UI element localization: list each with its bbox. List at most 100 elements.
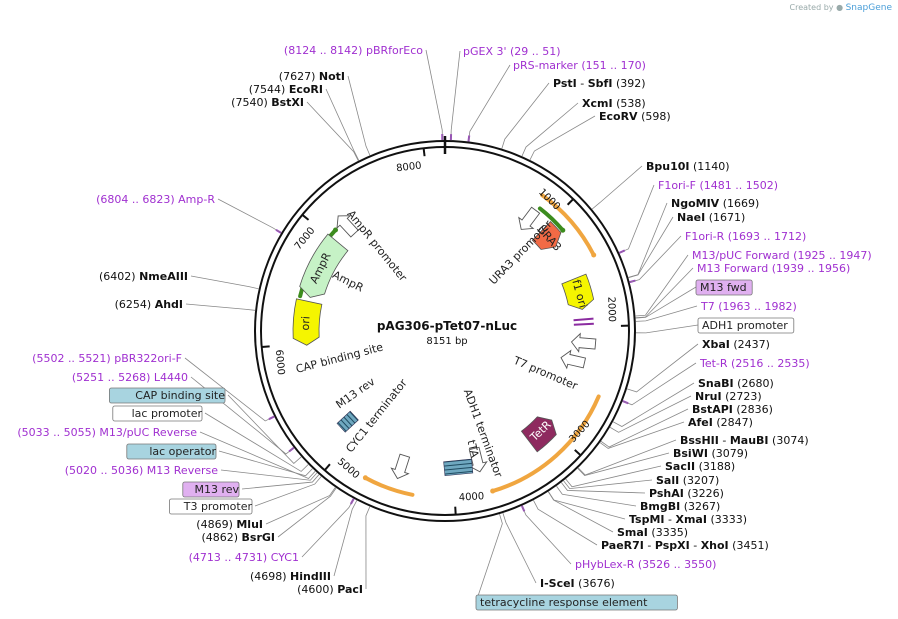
feature-arrow-f1-ori[interactable] <box>561 273 595 310</box>
site-cap-binding-site[interactable]: CAP binding site <box>109 387 226 404</box>
site-naei[interactable]: NaeI (1671) <box>677 211 745 224</box>
site-afei[interactable]: AfeI (2847) <box>688 416 753 429</box>
leader-line <box>218 450 313 477</box>
svg-text:(5251 .. 5268) L4440: (5251 .. 5268) L4440 <box>72 371 188 384</box>
feature-arrow-ori[interactable] <box>292 298 323 346</box>
site-pshai[interactable]: PshAI (3226) <box>649 487 724 500</box>
site-phyblex-r[interactable]: pHybLex-R (3526 .. 3550) <box>575 558 716 571</box>
tick-mark <box>422 148 426 157</box>
site-m13-puc-forward[interactable]: M13/pUC Forward (1925 .. 1947) <box>692 249 872 262</box>
tick-label: 5000 <box>335 456 361 481</box>
site-lac-promoter[interactable]: lac promoter <box>112 405 203 422</box>
leader-line <box>301 498 355 558</box>
leader-line <box>365 506 371 590</box>
site-smai[interactable]: SmaI (3335) <box>617 526 688 539</box>
svg-text:EcoRV (598): EcoRV (598) <box>599 110 671 123</box>
svg-text:F1ori-F (1481 .. 1502): F1ori-F (1481 .. 1502) <box>658 179 778 192</box>
site-m13-fwd[interactable]: M13 fwd <box>695 279 753 296</box>
svg-text:M13 fwd: M13 fwd <box>700 281 747 294</box>
site-bmgbi[interactable]: BmgBI (3267) <box>640 500 720 513</box>
svg-text:AfeI (2847): AfeI (2847) <box>688 416 753 429</box>
site-m13-rev[interactable]: M13 rev <box>182 481 240 498</box>
site-ecorv[interactable]: EcoRV (598) <box>599 110 671 123</box>
site-tspmi[interactable]: TspMI - XmaI (3333) <box>629 513 747 526</box>
inner-feature-label: CAP binding site <box>294 340 384 375</box>
label-box <box>182 481 240 498</box>
t7-bar <box>573 322 594 326</box>
svg-text:F1ori-R (1693 .. 1712): F1ori-R (1693 .. 1712) <box>685 230 806 243</box>
leader-line <box>306 101 359 161</box>
leader-line <box>217 198 282 234</box>
site-pgex-3-[interactable]: pGEX 3' (29 .. 51) <box>463 45 561 58</box>
feature-label-ori: ori <box>299 316 313 331</box>
site-cyc1[interactable]: (4713 .. 4731) CYC1 <box>189 551 299 564</box>
site-pbrforeco[interactable]: (8124 .. 8142) pBRforEco <box>284 44 423 57</box>
snapgene-logo-icon: ● <box>836 3 844 12</box>
site-noti[interactable]: (7627) NotI <box>279 70 345 83</box>
label-box <box>475 594 678 611</box>
site-bpu10i[interactable]: Bpu10I (1140) <box>646 160 730 173</box>
cyc1-region-orange-arc-head <box>490 488 496 494</box>
site-tetracycline-response-element[interactable]: tetracycline response element <box>475 594 678 611</box>
site-mlui[interactable]: (4869) MluI <box>196 518 263 531</box>
site-psti[interactable]: PstI - SbfI (392) <box>553 77 646 90</box>
site-tet-r[interactable]: Tet-R (2516 .. 2535) <box>699 357 810 370</box>
leader-line <box>533 500 598 546</box>
svg-text:BssHII - MauBI (3074): BssHII - MauBI (3074) <box>680 434 809 447</box>
t7-open-arrow <box>560 349 587 370</box>
site-f1ori-f[interactable]: F1ori-F (1481 .. 1502) <box>658 179 778 192</box>
svg-text:XcmI (538): XcmI (538) <box>582 97 646 110</box>
leader-line <box>619 184 655 254</box>
site-bsiwi[interactable]: BsiWI (3079) <box>673 447 748 460</box>
cyc1-terminator-arc-head <box>362 475 368 481</box>
site-m13-reverse[interactable]: (5020 .. 5036) M13 Reverse <box>65 464 218 477</box>
site-t3-promoter[interactable]: T3 promoter <box>168 498 252 515</box>
leader-line <box>563 479 653 490</box>
site-amp-r[interactable]: (6804 .. 6823) Amp-R <box>96 193 215 206</box>
ampr-promoter-arrow <box>336 215 359 238</box>
leader-line <box>612 382 695 427</box>
site-paer7i[interactable]: PaeR7I - PspXI - XhoI (3451) <box>601 539 769 552</box>
site-xcmi[interactable]: XcmI (538) <box>582 97 646 110</box>
site-i-scei[interactable]: I-SceI (3676) <box>540 577 615 590</box>
site-bsrgi[interactable]: (4862) BsrGI <box>201 531 275 544</box>
site-prs-marker[interactable]: pRS-marker (151 .. 170) <box>513 59 646 72</box>
feature-arrow-tetr[interactable] <box>520 416 557 453</box>
site-nmeaiii[interactable]: (6402) NmeAIII <box>99 270 188 283</box>
site-l4440[interactable]: (5251 .. 5268) L4440 <box>72 371 188 384</box>
site-xbai[interactable]: XbaI (2437) <box>702 338 770 351</box>
svg-text:CAP binding site: CAP binding site <box>135 389 225 402</box>
site-hindiii[interactable]: (4698) HindIII <box>250 570 331 583</box>
site-f1ori-r[interactable]: F1ori-R (1693 .. 1712) <box>685 230 806 243</box>
site-lac-operator[interactable]: lac operator <box>126 443 217 460</box>
svg-text:NruI (2723): NruI (2723) <box>695 390 762 403</box>
site-m13-forward[interactable]: M13 Forward (1939 .. 1956) <box>697 262 850 275</box>
feature-arrow-ura3[interactable] <box>531 220 562 250</box>
site-paci[interactable]: (4600) PacI <box>297 583 363 596</box>
svg-text:(8124 .. 8142) pBRforEco: (8124 .. 8142) pBRforEco <box>284 44 423 57</box>
svg-text:(5033 .. 5055) M13/pUC Revers: (5033 .. 5055) M13/pUC Reverse <box>17 426 197 439</box>
site-snabi[interactable]: SnaBI (2680) <box>698 377 774 390</box>
leader-line <box>591 165 643 210</box>
site-m13-puc-reverse[interactable]: (5033 .. 5055) M13/pUC Reverse <box>17 426 197 439</box>
lac-hatched-box <box>336 410 359 433</box>
site-bstapi[interactable]: BstAPI (2836) <box>692 403 773 416</box>
site-sali[interactable]: SalI (3207) <box>656 474 719 487</box>
feature-arrow-ampr[interactable] <box>299 233 349 298</box>
site-bsshii[interactable]: BssHII - MauBI (3074) <box>680 434 809 447</box>
svg-text:M13 rev: M13 rev <box>194 483 239 496</box>
site-t7[interactable]: T7 (1963 .. 1982) <box>700 300 797 313</box>
tta-open-arrow <box>467 446 488 473</box>
site-pbr322ori-f[interactable]: (5502 .. 5521) pBR322ori-F <box>32 352 182 365</box>
tick-mark <box>261 345 270 349</box>
site-ecori[interactable]: (7544) EcoRI <box>249 83 323 96</box>
site-sacii[interactable]: SacII (3188) <box>665 460 735 473</box>
svg-text:NgoMIV (1669): NgoMIV (1669) <box>671 197 759 210</box>
site-nrui[interactable]: NruI (2723) <box>695 390 762 403</box>
site-bstxi[interactable]: (7540) BstXI <box>231 96 304 109</box>
site-ahdi[interactable]: (6254) AhdI <box>115 298 183 311</box>
cyc1-region-orange-arc <box>490 394 601 494</box>
site-ngomiv[interactable]: NgoMIV (1669) <box>671 197 759 210</box>
svg-text:lac promoter: lac promoter <box>132 407 203 420</box>
site-adh1-promoter[interactable]: ADH1 promoter <box>697 317 795 334</box>
